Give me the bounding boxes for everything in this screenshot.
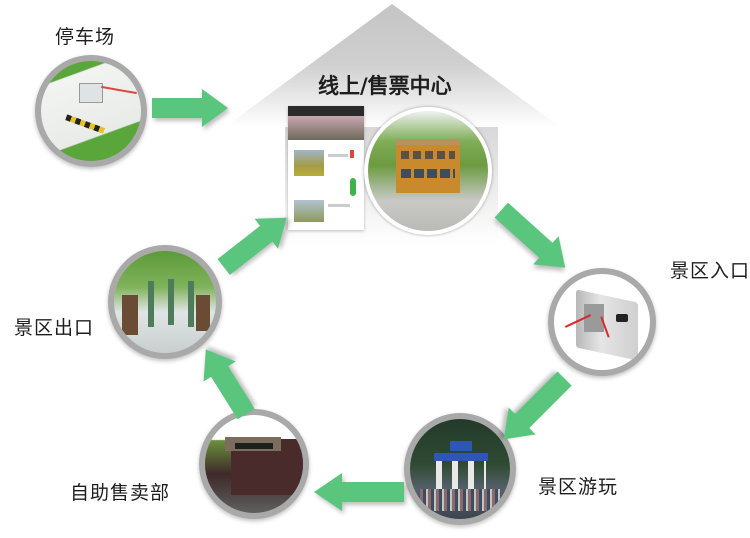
entrance-node[interactable]: [548, 268, 656, 376]
arrow-entrance-to-tour: [503, 371, 572, 440]
mobile-ticket-app-screenshot: [288, 106, 364, 230]
house-roof: [225, 4, 560, 127]
exit-label: 景区出口: [14, 317, 95, 339]
arrow-ticket-to-entrance: [494, 202, 566, 268]
shop-node[interactable]: [199, 409, 309, 519]
exit-gate-icon: [114, 251, 216, 353]
scenic-gate-icon: [410, 419, 510, 519]
shop-label: 自助售卖部: [70, 482, 171, 504]
parking-gate-icon: [41, 61, 141, 161]
arrow-shop-to-exit: [203, 349, 255, 420]
tour-node[interactable]: [404, 413, 516, 525]
ticket-center-title: 线上/售票中心: [318, 74, 452, 98]
parking-label: 停车场: [55, 26, 116, 48]
entrance-label: 景区入口: [670, 260, 750, 282]
exit-node[interactable]: [108, 245, 222, 359]
shop-icon: [205, 415, 303, 513]
arrow-parking-to-ticket: [152, 89, 228, 127]
tour-label: 景区游玩: [538, 476, 619, 498]
turnstile-icon: [554, 274, 650, 370]
parking-node[interactable]: [35, 55, 147, 167]
ticket-office-photo: [364, 107, 492, 235]
arrow-tour-to-shop: [314, 473, 404, 511]
arrow-exit-to-ticket: [217, 217, 287, 275]
